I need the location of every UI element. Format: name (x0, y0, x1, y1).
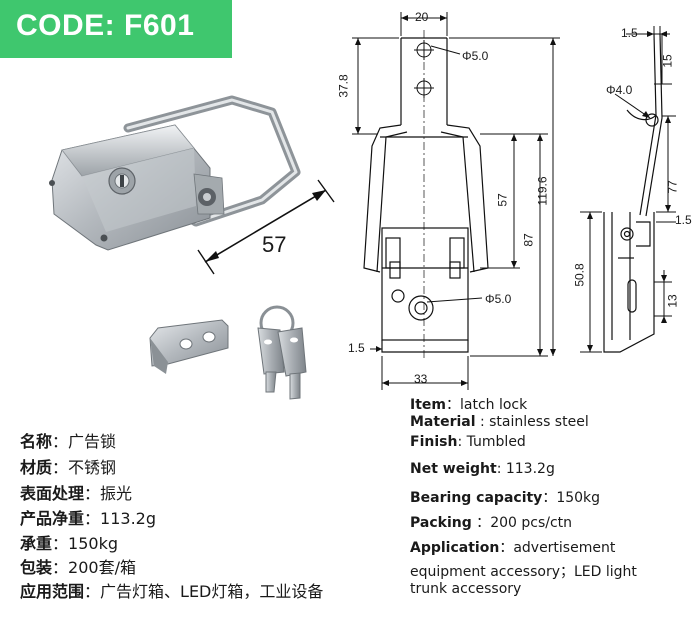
front-top-hole-label: Φ5.0 (462, 49, 489, 63)
spec-en-row: Application：advertisement (410, 537, 615, 557)
side-hook-hole: Φ4.0 (606, 83, 633, 97)
keys (257, 305, 307, 400)
spec-en-value: 200 pcs/ctn (490, 515, 573, 531)
spec-en-row: Net weight: 113.2g (410, 461, 555, 477)
spec-en-label: Packing (410, 515, 472, 531)
spec-en-sep: : (457, 434, 467, 450)
spec-cn-row: 包装：200套/箱 (20, 554, 136, 578)
side-slot-height: 13 (665, 294, 680, 308)
spec-cn-row: 应用范围：广告灯箱、LED灯箱，工业设备 (20, 578, 323, 602)
spec-cn-label: 包装 (20, 558, 53, 577)
front-bottom-width: 33 (414, 372, 428, 386)
spec-en-label: Finish (410, 434, 458, 450)
spec-cn-value: 广告灯箱、LED灯箱，工业设备 (100, 582, 324, 601)
spec-cn-row: 产品净重：113.2g (20, 505, 156, 529)
spec-cn-label: 应用范围 (20, 582, 85, 601)
side-plate-thickness: 1.5 (675, 213, 692, 227)
product-code-text: CODE: F601 (16, 9, 195, 42)
spec-en-sep: ： (542, 490, 557, 506)
photo-length-label: 57 (262, 232, 287, 257)
spec-en-label: Net weight (410, 461, 497, 477)
spec-en-value: stainless steel (489, 414, 589, 430)
spec-cn-label: 表面处理 (20, 484, 85, 503)
spec-en-value: advertisement (513, 540, 616, 556)
spec-en-row: Material : stainless steel (410, 414, 589, 430)
spec-en-sep: : (496, 461, 506, 477)
spec-cn-sep: ： (84, 484, 101, 503)
spec-cn-label: 产品净重 (20, 509, 85, 528)
spec-cn-value: 113.2g (100, 509, 156, 528)
spec-en-label: Application (410, 540, 500, 556)
spec-en-label: Material (410, 414, 476, 430)
lock-cylinder (108, 167, 136, 195)
spec-en-row: Item：latch lock (410, 394, 527, 414)
spec-en-sep: : (475, 414, 490, 430)
spec-en-row: Finish: Tumbled (410, 434, 526, 450)
side-top-thickness: 1.5 (621, 26, 638, 40)
spec-cn-sep: ： (52, 432, 69, 451)
front-arrowheads (355, 15, 556, 386)
spec-cn-row: 表面处理：振光 (20, 480, 132, 504)
spec-cn-label: 承重 (20, 534, 53, 553)
front-dimension-lines (352, 12, 560, 390)
spec-en-sep: ： (445, 397, 460, 413)
side-arrowheads (587, 31, 671, 352)
spec-cn-value: 150kg (68, 534, 118, 553)
spec-en-sep: ： (499, 540, 514, 556)
spec-cn-label: 材质 (20, 458, 53, 477)
spec-cn-sep: ： (84, 509, 101, 528)
photo-dimension-line (197, 179, 335, 275)
front-top-holes (414, 30, 434, 360)
spec-cn-sep: ： (52, 534, 69, 553)
spec-en-label: Item (410, 397, 446, 413)
spec-en-row: Packing ：200 pcs/ctn (410, 512, 572, 532)
spec-cn-value: 振光 (100, 484, 133, 503)
spec-en-row: Bearing capacity：150kg (410, 487, 600, 507)
spec-cn-row: 承重：150kg (20, 530, 118, 554)
spec-en-value: 113.2g (505, 461, 555, 477)
spec-en-value: latch lock (459, 397, 528, 413)
latch-body (49, 124, 225, 251)
front-lower-hole-label: Φ5.0 (485, 292, 512, 306)
spec-en-continuation: equipment accessory；LED light (410, 564, 637, 580)
spec-cn-sep: ： (52, 458, 69, 477)
side-outline (603, 33, 663, 353)
front-outline (363, 37, 489, 353)
spec-cn-row: 材质：不锈钢 (20, 454, 116, 478)
front-leaders (426, 45, 483, 303)
spec-en-value: 150kg (556, 490, 601, 506)
spec-cn-sep: ： (84, 582, 101, 601)
spec-cn-row: 名称：广告锁 (20, 428, 116, 452)
spec-en-label: Bearing capacity (410, 490, 543, 506)
spec-en-sep: ： (471, 515, 491, 531)
side-top-offset: 15 (660, 54, 675, 68)
front-thickness: 1.5 (348, 341, 365, 355)
spec-en-value: Tumbled (466, 434, 526, 450)
spec-cn-label: 名称 (20, 432, 53, 451)
spec-cn-value: 200套/箱 (68, 558, 136, 577)
front-top-width: 20 (415, 10, 429, 24)
product-code-badge: CODE: F601 (0, 0, 232, 58)
spec-cn-value: 广告锁 (68, 432, 117, 451)
spec-cn-value: 不锈钢 (68, 458, 117, 477)
catch-plate (149, 319, 229, 374)
spec-cn-sep: ： (52, 558, 69, 577)
side-hook-length: 77 (665, 180, 680, 194)
spec-en-continuation: trunk accessory (410, 581, 522, 597)
side-plate-height: 50.8 (572, 263, 587, 287)
